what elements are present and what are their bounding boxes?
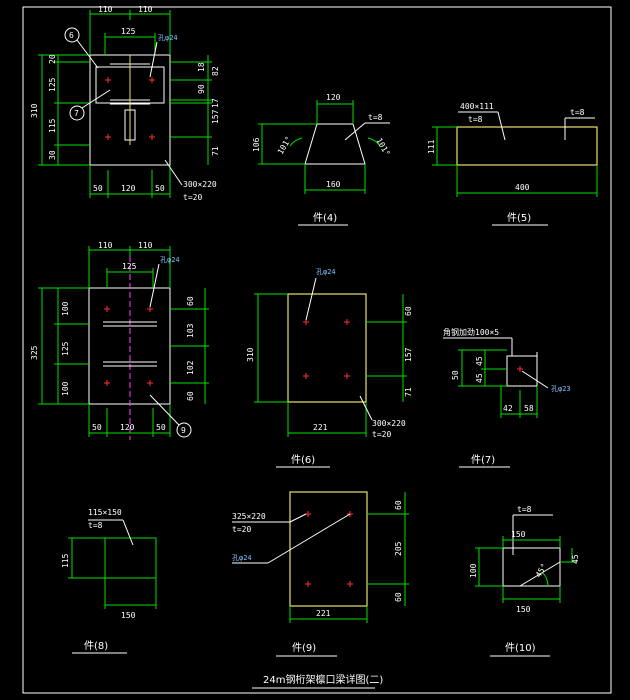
d9-right-1: 60 bbox=[394, 500, 403, 510]
drawing-title: 24m钢桁架檩口梁详图(二) bbox=[263, 673, 383, 686]
d2-top-2: 110 bbox=[138, 241, 153, 250]
d10-h45: 45 bbox=[571, 554, 580, 564]
d1-bottom-3: 50 bbox=[155, 184, 165, 193]
detail-7: 角钢加劲100×5 孔φ23 50 45 45 42 58 件(7) bbox=[443, 327, 571, 468]
label-p7: 件(7) bbox=[471, 454, 495, 466]
d8-h115: 115 bbox=[61, 553, 70, 568]
d1-left-1: 20 bbox=[48, 54, 57, 64]
detail-1: 110 110 125 孔φ24 310 20 125 115 30 18 82… bbox=[30, 5, 220, 202]
d1-callout-7: 7 bbox=[74, 109, 79, 118]
label-p6: 件(6) bbox=[291, 454, 315, 466]
d9-right-3: 60 bbox=[394, 592, 403, 602]
d5-h111: 111 bbox=[427, 139, 436, 154]
detail-10: t=8 150 100 45 45° 150 件(10) bbox=[469, 505, 580, 657]
label-p5: 件(5) bbox=[507, 212, 531, 224]
d6-w221: 221 bbox=[313, 423, 328, 432]
d1-left-3: 115 bbox=[48, 118, 57, 133]
d10-w150: 150 bbox=[511, 530, 526, 539]
d7-bot-2: 58 bbox=[524, 404, 534, 413]
d7-ang: 角钢加劲100×5 bbox=[443, 327, 499, 337]
d1-callout-6: 6 bbox=[69, 31, 74, 40]
d1-right-1: 18 bbox=[197, 62, 206, 72]
d2-callout-9: 9 bbox=[181, 426, 186, 435]
d1-right-5: 157 bbox=[211, 109, 220, 124]
d2-left-2: 125 bbox=[61, 341, 70, 356]
d2-right-1: 60 bbox=[186, 296, 195, 306]
d1-right-2: 82 bbox=[211, 66, 220, 76]
d6-t: t=20 bbox=[372, 430, 391, 439]
d7-bot-1: 42 bbox=[503, 404, 513, 413]
d4-a2: 101° bbox=[374, 137, 391, 158]
d10-h100: 100 bbox=[469, 563, 478, 578]
d8-t: t=8 bbox=[88, 521, 103, 530]
d7-left-3: 45 bbox=[475, 373, 484, 383]
d2-left-1: 100 bbox=[61, 301, 70, 316]
d2-bottom-2: 120 bbox=[120, 423, 135, 432]
d5-t: t=8 bbox=[468, 115, 483, 124]
d7-hole: 孔φ23 bbox=[551, 385, 571, 393]
label-p9: 件(9) bbox=[292, 642, 316, 654]
d2-right-2: 103 bbox=[186, 323, 195, 338]
d1-bottom-2: 120 bbox=[121, 184, 136, 193]
d4-w120: 120 bbox=[326, 93, 341, 102]
sheet-frame bbox=[22, 6, 612, 694]
d2-right-3: 102 bbox=[186, 360, 195, 375]
d2-w125: 125 bbox=[122, 262, 137, 271]
label-p10: 件(10) bbox=[505, 642, 536, 654]
d7-left-1: 50 bbox=[451, 370, 460, 380]
d2-hole: 孔φ24 bbox=[160, 256, 180, 264]
d6-h310: 310 bbox=[246, 347, 255, 362]
d10-t: t=8 bbox=[517, 505, 532, 514]
d8-w150: 150 bbox=[121, 611, 136, 620]
d6-right-1: 60 bbox=[404, 306, 413, 316]
d1-t: t=20 bbox=[183, 193, 202, 202]
label-p4: 件(4) bbox=[313, 212, 337, 224]
d1-total: 310 bbox=[30, 103, 39, 118]
d4-t: t=8 bbox=[368, 113, 383, 122]
label-p8: 件(8) bbox=[84, 640, 108, 652]
d6-right-3: 71 bbox=[404, 387, 413, 397]
d1-top-2: 110 bbox=[138, 5, 153, 14]
d4-h106: 106 bbox=[252, 137, 261, 152]
d2-total: 325 bbox=[30, 345, 39, 360]
d9-w221: 221 bbox=[316, 609, 331, 618]
detail-2: 110 110 125 孔φ24 325 100 125 100 60 103 … bbox=[30, 241, 209, 440]
d2-bottom-3: 50 bbox=[156, 423, 166, 432]
d9-right-2: 205 bbox=[394, 541, 403, 556]
detail-9: 325×220 t=20 孔φ24 60 205 60 221 件(9) bbox=[232, 491, 409, 657]
d6-right-2: 157 bbox=[404, 347, 413, 362]
d1-left-4: 30 bbox=[48, 150, 57, 160]
d5-plate: 400×111 bbox=[460, 102, 494, 111]
d1-right-3: 90 bbox=[197, 84, 206, 94]
d1-right-6: 71 bbox=[211, 146, 220, 156]
d2-left-3: 100 bbox=[61, 381, 70, 396]
d5-w400: 400 bbox=[515, 183, 530, 192]
detail-8: 115×150 t=8 115 150 件(8) bbox=[61, 508, 157, 654]
d7-left-2: 45 bbox=[475, 356, 484, 366]
d1-left-2: 125 bbox=[48, 77, 57, 92]
d1-w125: 125 bbox=[121, 27, 136, 36]
d9-hole: 孔φ24 bbox=[232, 554, 252, 562]
detail-6: 孔φ24 310 60 157 71 221 300×220 t=20 件(6) bbox=[246, 268, 413, 468]
d4-w160: 160 bbox=[326, 180, 341, 189]
d5-t2: t=8 bbox=[570, 108, 585, 117]
detail-5: 400×111 t=8 t=8 111 400 件(5) bbox=[427, 102, 598, 226]
d2-top-1: 110 bbox=[98, 241, 113, 250]
d8-plate: 115×150 bbox=[88, 508, 122, 517]
d1-bottom-1: 50 bbox=[93, 184, 103, 193]
detail-4: 120 t=8 106 101° 101° 160 件(4) bbox=[252, 93, 392, 226]
d2-right-4: 60 bbox=[186, 391, 195, 401]
d1-right-4: 17 bbox=[211, 98, 220, 108]
d10-w150b: 150 bbox=[516, 605, 531, 614]
d6-plate: 300×220 bbox=[372, 419, 406, 428]
d9-plate: 325×220 bbox=[232, 512, 266, 521]
d1-hole: 孔φ24 bbox=[158, 34, 178, 42]
d1-plate: 300×220 bbox=[183, 180, 217, 189]
d1-top-1: 110 bbox=[98, 5, 113, 14]
d2-bottom-1: 50 bbox=[92, 423, 102, 432]
d9-t: t=20 bbox=[232, 525, 251, 534]
d6-hole: 孔φ24 bbox=[316, 268, 336, 276]
